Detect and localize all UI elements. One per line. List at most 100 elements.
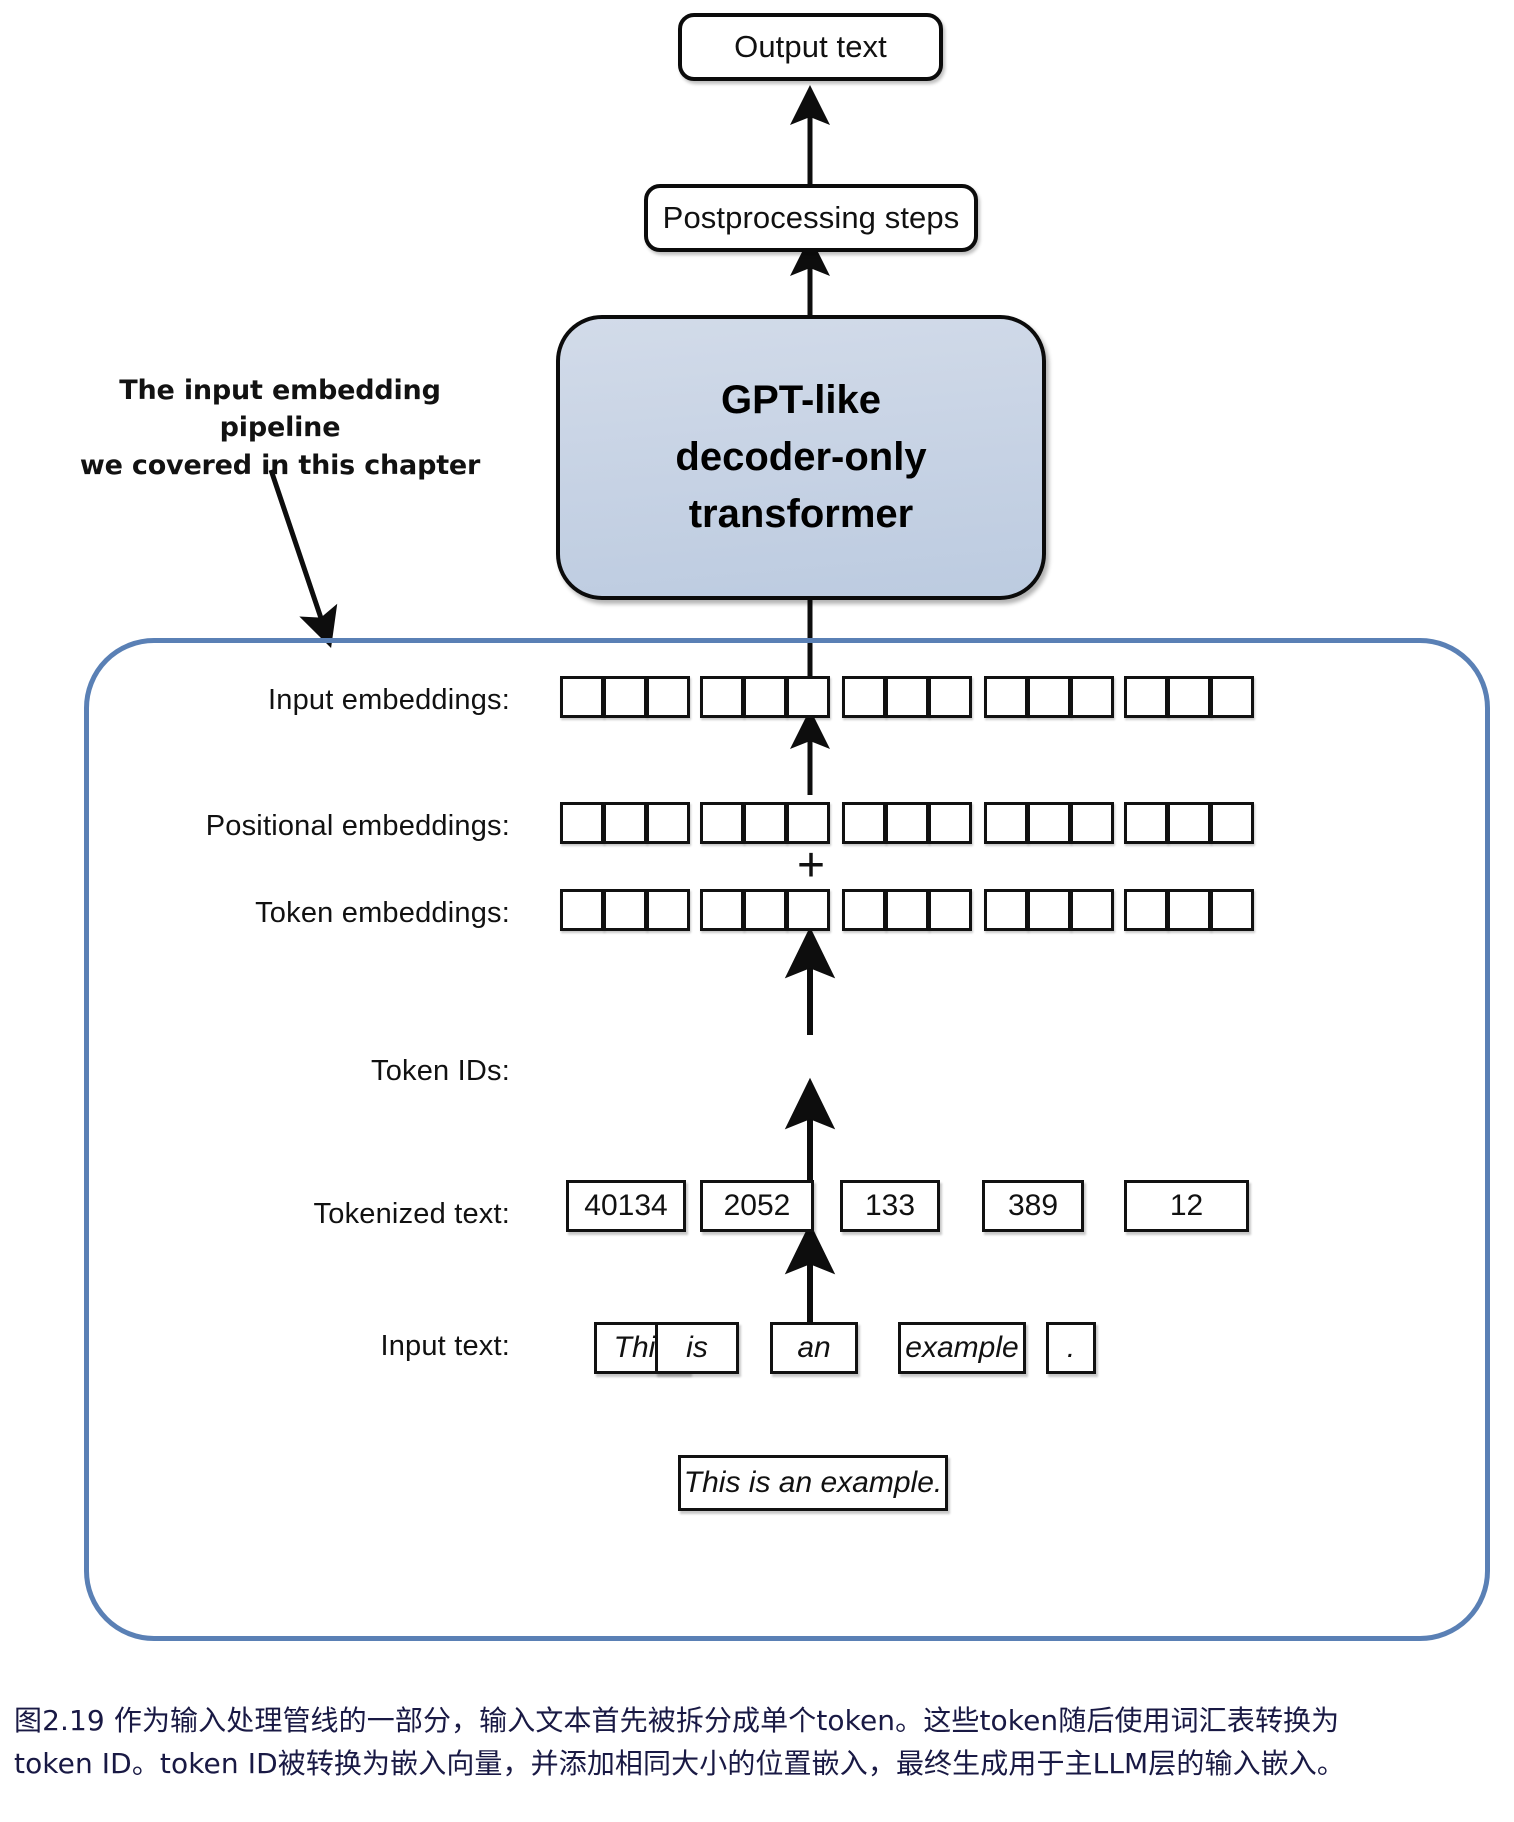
embedding-cell (646, 802, 690, 844)
token-id-box-5-text: 12 (1169, 1189, 1204, 1222)
row-label-positional-embeddings: Positional embeddings: (205, 810, 510, 842)
embedding-cell (603, 889, 647, 931)
embedding-cell (700, 676, 744, 718)
embedding-cell (885, 802, 929, 844)
token-box-4: example (898, 1322, 1026, 1374)
token-id-box-1-text: 40134 (584, 1189, 668, 1222)
input-embedding-pipeline-container (84, 638, 1490, 1641)
token-box-3-text: an (797, 1331, 831, 1364)
embedding-cell (1167, 802, 1211, 844)
embedding-cell (743, 802, 787, 844)
embedding-group-input-embeddings-5 (1124, 676, 1254, 718)
embedding-cell (646, 889, 690, 931)
token-id-box-3-text: 133 (864, 1189, 916, 1222)
token-box-5-text: . (1066, 1331, 1076, 1364)
embedding-cell (984, 889, 1028, 931)
embedding-cell (1027, 802, 1071, 844)
embedding-cell (1124, 889, 1168, 931)
embedding-group-positional-embeddings-2 (700, 802, 830, 844)
embedding-cell (560, 802, 604, 844)
row-label-tokenized-text: Tokenized text: (313, 1198, 510, 1230)
plus-sign: + (797, 839, 826, 892)
token-box-2: is (655, 1322, 739, 1374)
embedding-cell (1167, 889, 1211, 931)
embedding-cell (1210, 802, 1254, 844)
row-label-token-embeddings: Token embeddings: (255, 897, 510, 929)
embedding-group-token-embeddings-3 (842, 889, 972, 931)
embedding-cell (984, 676, 1028, 718)
token-id-box-2-text: 2052 (723, 1189, 791, 1222)
embedding-cell (603, 676, 647, 718)
token-id-box-2: 2052 (700, 1180, 814, 1232)
embedding-cell (885, 676, 929, 718)
row-label-input-embeddings: Input embeddings: (267, 684, 510, 716)
postprocessing-steps-label: Postprocessing steps (662, 200, 960, 235)
figure-caption-line-2: token ID。token ID被转换为嵌入向量，并添加相同大小的位置嵌入，最… (14, 1746, 1345, 1780)
token-box-2-text: is (686, 1331, 708, 1364)
row-label-token-ids: Token IDs: (371, 1055, 510, 1087)
figure-caption: 图2.19 作为输入处理管线的一部分，输入文本首先被拆分成单个token。这些t… (14, 1700, 1506, 1785)
postprocessing-steps-box: Postprocessing steps (644, 184, 978, 252)
embedding-cell (1070, 802, 1114, 844)
model-box-line-2: decoder-only (675, 435, 927, 480)
input-text-box-text: This is an example. (683, 1466, 943, 1499)
embedding-group-input-embeddings-3 (842, 676, 972, 718)
embedding-cell (1124, 802, 1168, 844)
model-box-line-1: GPT-like (720, 378, 882, 423)
embedding-cell (1210, 889, 1254, 931)
figure-caption-line-1: 图2.19 作为输入处理管线的一部分，输入文本首先被拆分成单个token。这些t… (14, 1704, 1340, 1737)
embedding-group-token-embeddings-2 (700, 889, 830, 931)
token-id-box-5: 12 (1124, 1180, 1249, 1232)
model-box-line-3: transformer (688, 491, 914, 536)
embedding-cell (1027, 676, 1071, 718)
pipeline-annotation: The input embedding pipeline we covered … (79, 375, 481, 481)
embedding-group-positional-embeddings-1 (560, 802, 690, 844)
embedding-cell (928, 676, 972, 718)
embedding-cell (786, 802, 830, 844)
embedding-cell (743, 676, 787, 718)
token-box-5: . (1046, 1322, 1096, 1374)
token-id-box-4: 389 (982, 1180, 1084, 1232)
token-id-box-3: 133 (840, 1180, 940, 1232)
embedding-cell (842, 889, 886, 931)
embedding-cell (700, 802, 744, 844)
embedding-group-positional-embeddings-3 (842, 802, 972, 844)
embedding-cell (1210, 676, 1254, 718)
embedding-cell (646, 676, 690, 718)
embedding-cell (928, 802, 972, 844)
embedding-cell (842, 802, 886, 844)
embedding-cell (560, 889, 604, 931)
embedding-group-input-embeddings-1 (560, 676, 690, 718)
embedding-cell (786, 889, 830, 931)
gpt-decoder-transformer-box: GPT-like decoder-only transformer (556, 315, 1046, 600)
embedding-cell (700, 889, 744, 931)
embedding-cell (1070, 889, 1114, 931)
embedding-group-positional-embeddings-4 (984, 802, 1114, 844)
embedding-group-input-embeddings-2 (700, 676, 830, 718)
embedding-cell (984, 802, 1028, 844)
token-id-box-1: 40134 (566, 1180, 686, 1232)
embedding-cell (786, 676, 830, 718)
embedding-group-token-embeddings-5 (1124, 889, 1254, 931)
embedding-cell (1124, 676, 1168, 718)
embedding-cell (743, 889, 787, 931)
input-text-box: This is an example. (678, 1455, 948, 1511)
embedding-cell (885, 889, 929, 931)
row-label-input-text: Input text: (380, 1330, 510, 1362)
output-text-label: Output text (734, 29, 887, 64)
token-box-4-text: example (905, 1331, 1019, 1364)
embedding-cell (1070, 676, 1114, 718)
embedding-group-positional-embeddings-5 (1124, 802, 1254, 844)
embedding-cell (842, 676, 886, 718)
output-text-box: Output text (678, 13, 943, 81)
embedding-cell (928, 889, 972, 931)
embedding-cell (603, 802, 647, 844)
embedding-cell (560, 676, 604, 718)
token-box-3: an (770, 1322, 858, 1374)
embedding-cell (1027, 889, 1071, 931)
embedding-group-token-embeddings-4 (984, 889, 1114, 931)
embedding-group-input-embeddings-4 (984, 676, 1114, 718)
embedding-cell (1167, 676, 1211, 718)
embedding-group-token-embeddings-1 (560, 889, 690, 931)
